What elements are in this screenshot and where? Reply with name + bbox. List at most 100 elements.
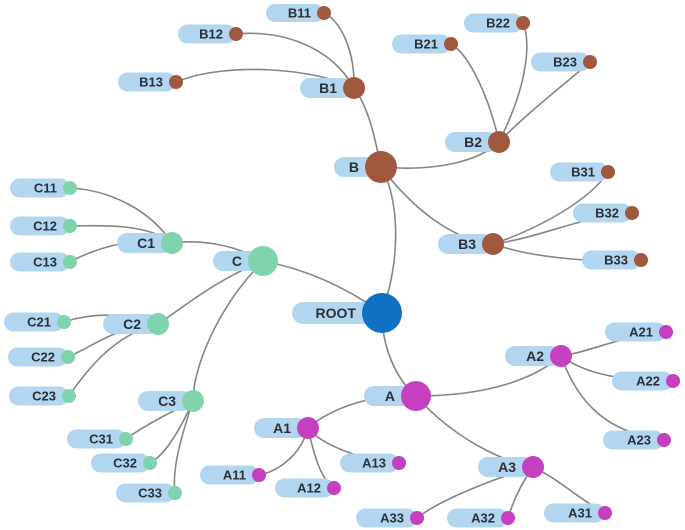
node-circle[interactable] <box>550 345 572 367</box>
node-a32[interactable]: A32 <box>447 508 515 528</box>
node-a21[interactable]: A21 <box>605 322 673 342</box>
node-c32[interactable]: C32 <box>91 453 157 473</box>
node-circle[interactable] <box>343 77 365 99</box>
node-circle[interactable] <box>401 381 431 411</box>
node-c23[interactable]: C23 <box>9 386 76 406</box>
node-c21[interactable]: C21 <box>4 312 71 332</box>
node-circle[interactable] <box>410 511 424 525</box>
node-label: A11 <box>223 468 246 483</box>
node-circle[interactable] <box>169 75 183 89</box>
node-a3[interactable]: A3 <box>478 456 544 478</box>
node-circle[interactable] <box>327 481 341 495</box>
node-circle[interactable] <box>601 165 615 179</box>
node-b13[interactable]: B13 <box>118 72 183 92</box>
node-c[interactable]: C <box>213 246 278 276</box>
node-label: C2 <box>123 316 141 332</box>
node-label: A31 <box>568 506 592 521</box>
node-label-pill <box>582 250 641 270</box>
node-circle[interactable] <box>444 37 458 51</box>
node-circle[interactable] <box>362 293 402 333</box>
node-circle[interactable] <box>119 432 133 446</box>
node-circle[interactable] <box>625 206 639 220</box>
node-label-pill <box>10 178 70 198</box>
node-c31[interactable]: C31 <box>67 429 133 449</box>
node-circle[interactable] <box>583 55 597 69</box>
node-b11[interactable]: B11 <box>266 4 331 22</box>
node-circle[interactable] <box>666 374 680 388</box>
node-circle[interactable] <box>161 232 183 254</box>
node-circle[interactable] <box>57 315 71 329</box>
node-b3[interactable]: B3 <box>438 233 504 255</box>
edge-b2-b23 <box>498 61 591 143</box>
node-circle[interactable] <box>365 151 397 183</box>
node-circle[interactable] <box>501 511 515 525</box>
node-a[interactable]: A <box>364 381 431 411</box>
node-c11[interactable]: C11 <box>10 178 77 198</box>
node-label-pill <box>356 508 417 528</box>
node-c22[interactable]: C22 <box>8 347 75 367</box>
node-label: A23 <box>627 433 651 448</box>
node-a22[interactable]: A22 <box>612 371 680 391</box>
node-circle[interactable] <box>248 246 278 276</box>
node-label: C12 <box>33 219 57 234</box>
node-label: B23 <box>553 55 577 70</box>
node-circle[interactable] <box>63 219 77 233</box>
node-b2[interactable]: B2 <box>445 131 510 153</box>
node-circle[interactable] <box>63 181 77 195</box>
node-c12[interactable]: C12 <box>10 216 77 236</box>
node-a12[interactable]: A12 <box>275 478 341 498</box>
node-label: C <box>232 253 242 269</box>
node-circle[interactable] <box>252 468 266 482</box>
node-b31[interactable]: B31 <box>550 162 615 182</box>
node-circle[interactable] <box>168 486 182 500</box>
node-circle[interactable] <box>634 253 648 267</box>
node-c1[interactable]: C1 <box>117 232 183 254</box>
node-b32[interactable]: B32 <box>573 203 639 223</box>
node-circle[interactable] <box>61 350 75 364</box>
node-b21[interactable]: B21 <box>392 34 458 54</box>
node-a13[interactable]: A13 <box>340 453 406 473</box>
node-a31[interactable]: A31 <box>544 503 612 523</box>
node-circle[interactable] <box>598 506 612 520</box>
node-circle[interactable] <box>317 6 331 20</box>
node-circle[interactable] <box>63 255 77 269</box>
node-a11[interactable]: A11 <box>200 465 266 485</box>
node-b1[interactable]: B1 <box>300 77 365 99</box>
node-b[interactable]: B <box>334 151 397 183</box>
node-circle[interactable] <box>482 233 504 255</box>
node-label: C13 <box>33 255 57 270</box>
node-circle[interactable] <box>522 456 544 478</box>
edge-b2-b21 <box>450 43 500 143</box>
node-a1[interactable]: A1 <box>254 417 319 439</box>
node-circle[interactable] <box>62 389 76 403</box>
node-circle[interactable] <box>657 433 671 447</box>
node-c33[interactable]: C33 <box>116 483 182 503</box>
node-a23[interactable]: A23 <box>603 430 671 450</box>
node-circle[interactable] <box>392 456 406 470</box>
node-label: A2 <box>526 348 544 364</box>
node-b22[interactable]: B22 <box>464 13 530 33</box>
node-circle[interactable] <box>182 390 204 412</box>
node-circle[interactable] <box>297 417 319 439</box>
node-circle[interactable] <box>229 27 243 41</box>
node-c2[interactable]: C2 <box>103 313 169 335</box>
node-c3[interactable]: C3 <box>138 390 204 412</box>
node-circle[interactable] <box>488 131 510 153</box>
node-label-pill <box>573 203 632 223</box>
node-circle[interactable] <box>516 16 530 30</box>
node-root[interactable]: ROOT <box>292 293 402 333</box>
node-b33[interactable]: B33 <box>582 250 648 270</box>
node-label-pill <box>544 503 605 523</box>
node-circle[interactable] <box>659 325 673 339</box>
node-b12[interactable]: B12 <box>178 24 243 44</box>
node-a33[interactable]: A33 <box>356 508 424 528</box>
node-label-pill <box>300 78 354 98</box>
node-a2[interactable]: A2 <box>505 345 572 367</box>
node-label: A12 <box>297 481 321 496</box>
node-label: C3 <box>158 393 176 409</box>
node-circle[interactable] <box>143 456 157 470</box>
node-b23[interactable]: B23 <box>531 52 597 72</box>
node-circle[interactable] <box>147 313 169 335</box>
node-c13[interactable]: C13 <box>10 252 77 272</box>
